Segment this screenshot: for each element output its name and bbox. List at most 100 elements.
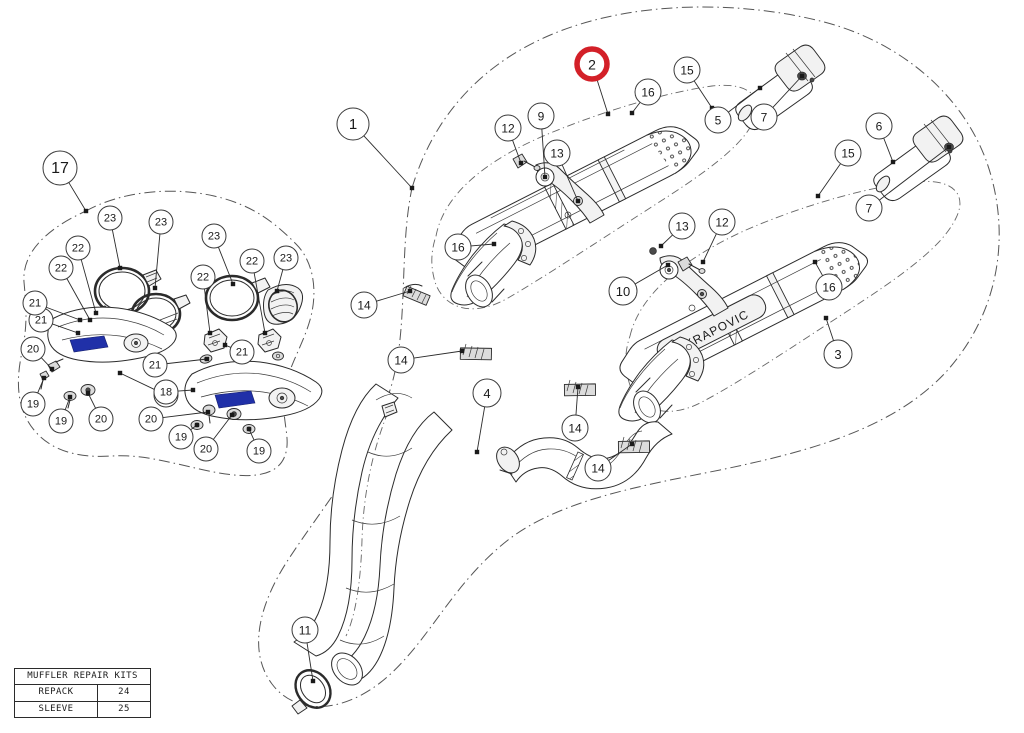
callout-22[interactable]: 22 bbox=[239, 248, 265, 274]
callout-22[interactable]: 22 bbox=[190, 264, 216, 290]
callout-9[interactable]: 9 bbox=[527, 102, 555, 130]
callout-circle[interactable] bbox=[42, 150, 78, 186]
callout-13[interactable]: 13 bbox=[543, 139, 571, 167]
callout-12[interactable]: 12 bbox=[708, 208, 736, 236]
callout-circle[interactable] bbox=[750, 103, 778, 131]
callout-circle[interactable] bbox=[190, 264, 216, 290]
callout-15[interactable]: 15 bbox=[834, 139, 862, 167]
callout-13[interactable]: 13 bbox=[668, 212, 696, 240]
callout-circle[interactable] bbox=[543, 139, 571, 167]
callout-16[interactable]: 16 bbox=[815, 273, 843, 301]
callout-7[interactable]: 7 bbox=[855, 194, 883, 222]
callout-circle[interactable] bbox=[273, 245, 299, 271]
callout-circle[interactable] bbox=[527, 102, 555, 130]
callout-21[interactable]: 21 bbox=[229, 339, 255, 365]
callout-21[interactable]: 21 bbox=[142, 352, 168, 378]
callout-21[interactable]: 21 bbox=[22, 290, 48, 316]
callout-circle[interactable] bbox=[142, 352, 168, 378]
callout-circle[interactable] bbox=[48, 255, 74, 281]
callout-6[interactable]: 6 bbox=[865, 112, 893, 140]
callout-22[interactable]: 22 bbox=[65, 235, 91, 261]
callout-23[interactable]: 23 bbox=[148, 209, 174, 235]
callout-23[interactable]: 23 bbox=[97, 205, 123, 231]
callout-20[interactable]: 20 bbox=[193, 436, 219, 462]
callout-7[interactable]: 7 bbox=[750, 103, 778, 131]
callout-14[interactable]: 14 bbox=[387, 346, 415, 374]
callout-circle[interactable] bbox=[97, 205, 123, 231]
callout-circle[interactable] bbox=[193, 436, 219, 462]
callout-23[interactable]: 23 bbox=[201, 223, 227, 249]
callout-20[interactable]: 20 bbox=[20, 336, 46, 362]
callout-15[interactable]: 15 bbox=[673, 56, 701, 84]
callout-circle[interactable] bbox=[20, 336, 46, 362]
callout-circle[interactable] bbox=[350, 291, 378, 319]
callout-circle[interactable] bbox=[855, 194, 883, 222]
callout-circle[interactable] bbox=[148, 209, 174, 235]
callout-19[interactable]: 19 bbox=[20, 391, 46, 417]
callout-circle[interactable] bbox=[65, 235, 91, 261]
leader-line-23 bbox=[276, 269, 284, 292]
callout-3[interactable]: 3 bbox=[823, 339, 853, 369]
callout-circle[interactable] bbox=[704, 106, 732, 134]
callout-20[interactable]: 20 bbox=[88, 406, 114, 432]
callout-circle[interactable] bbox=[387, 346, 415, 374]
callout-22[interactable]: 22 bbox=[48, 255, 74, 281]
callout-4[interactable]: 4 bbox=[472, 378, 502, 408]
callout-19[interactable]: 19 bbox=[48, 408, 74, 434]
leader-line-7 bbox=[879, 146, 950, 201]
callout-17[interactable]: 17 bbox=[42, 150, 78, 186]
callout-circle[interactable] bbox=[494, 114, 522, 142]
callout-circle[interactable] bbox=[201, 223, 227, 249]
callout-circle[interactable] bbox=[865, 112, 893, 140]
callout-circle[interactable] bbox=[472, 378, 502, 408]
callout-circle[interactable] bbox=[708, 208, 736, 236]
callout-circle[interactable] bbox=[20, 391, 46, 417]
callout-1[interactable]: 1 bbox=[336, 107, 370, 141]
callout-20[interactable]: 20 bbox=[138, 406, 164, 432]
callout-circle[interactable] bbox=[608, 276, 638, 306]
callout-circle[interactable] bbox=[88, 406, 114, 432]
callout-circle[interactable] bbox=[229, 339, 255, 365]
bracket-22-d bbox=[257, 328, 282, 353]
callout-circle[interactable] bbox=[153, 379, 179, 405]
callout-circle[interactable] bbox=[823, 339, 853, 369]
callout-16[interactable]: 16 bbox=[444, 233, 472, 261]
callout-5[interactable]: 5 bbox=[704, 106, 732, 134]
callout-12[interactable]: 12 bbox=[494, 114, 522, 142]
callout-circle[interactable] bbox=[574, 46, 610, 82]
callout-circle[interactable] bbox=[291, 616, 319, 644]
callout-circle[interactable] bbox=[584, 454, 612, 482]
callout-19[interactable]: 19 bbox=[246, 438, 272, 464]
callout-circle[interactable] bbox=[246, 438, 272, 464]
callout-16[interactable]: 16 bbox=[634, 78, 662, 106]
callout-circle[interactable] bbox=[336, 107, 370, 141]
leader-anchor-dot bbox=[75, 330, 81, 336]
callout-circle[interactable] bbox=[22, 290, 48, 316]
callout-circle[interactable] bbox=[444, 233, 472, 261]
callout-circle[interactable] bbox=[834, 139, 862, 167]
leader-anchor-dot bbox=[67, 394, 73, 400]
callout-circle[interactable] bbox=[668, 212, 696, 240]
callout-18[interactable]: 18 bbox=[153, 379, 179, 405]
callout-circle[interactable] bbox=[168, 424, 194, 450]
callout-2-highlighted[interactable]: 2 bbox=[574, 46, 610, 82]
callout-14[interactable]: 14 bbox=[350, 291, 378, 319]
callout-14[interactable]: 14 bbox=[584, 454, 612, 482]
callout-10[interactable]: 10 bbox=[608, 276, 638, 306]
callout-label: 6 bbox=[876, 120, 883, 134]
callout-label: 10 bbox=[616, 284, 630, 299]
callout-11[interactable]: 11 bbox=[291, 616, 319, 644]
callout-label: 12 bbox=[501, 122, 515, 136]
callout-circle[interactable] bbox=[48, 408, 74, 434]
callout-23[interactable]: 23 bbox=[273, 245, 299, 271]
leader-anchor-dot bbox=[629, 110, 635, 116]
callout-14[interactable]: 14 bbox=[561, 414, 589, 442]
callout-circle[interactable] bbox=[561, 414, 589, 442]
callout-circle[interactable] bbox=[634, 78, 662, 106]
callout-circle[interactable] bbox=[138, 406, 164, 432]
callout-circle[interactable] bbox=[673, 56, 701, 84]
callout-circle[interactable] bbox=[815, 273, 843, 301]
callout-circle[interactable] bbox=[239, 248, 265, 274]
callout-19[interactable]: 19 bbox=[168, 424, 194, 450]
